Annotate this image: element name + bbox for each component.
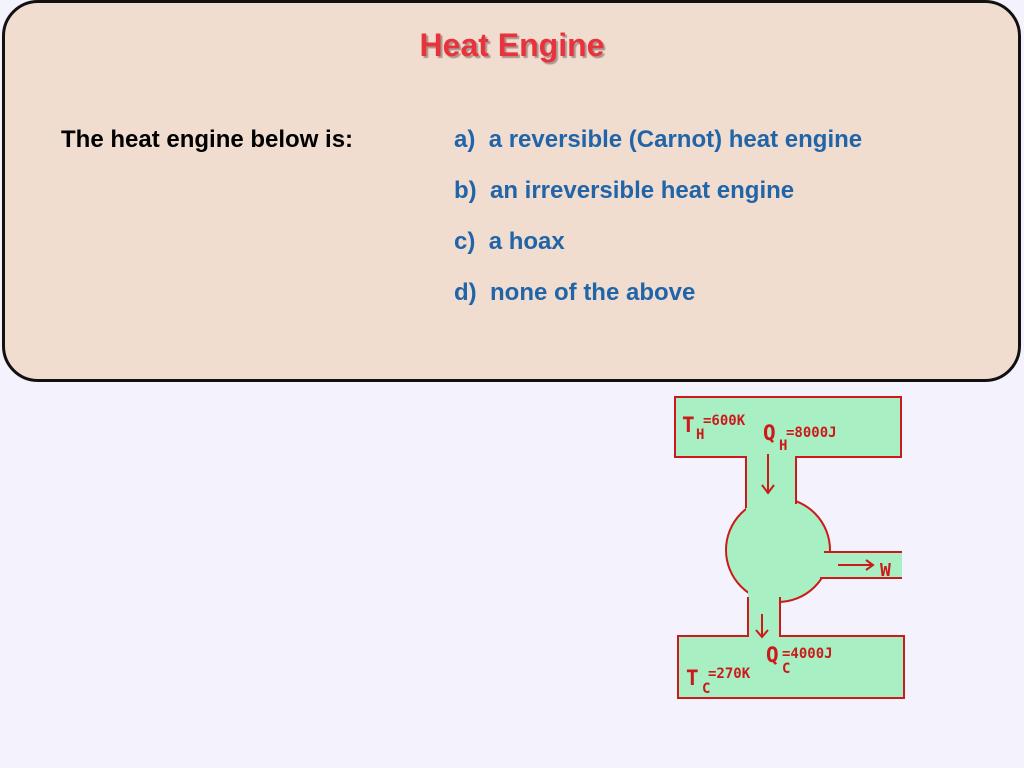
heat-engine-diagram: T H =600K Q H =8000J W Q C =4000J T C =2… [674,396,905,699]
cold-temp-value: =270K [708,666,751,682]
hot-reservoir [674,396,902,458]
option-a-letter: a) [454,126,476,153]
heat-in-arrow [761,454,775,495]
hot-heat-symbol: Q [763,421,776,445]
hot-temp-value: =600K [703,413,746,429]
option-a[interactable]: a) a reversible (Carnot) heat engine [454,126,862,154]
option-a-text: a reversible (Carnot) heat engine [488,126,863,153]
hot-temp-symbol: T [682,413,695,437]
upper-pipe [746,456,796,516]
option-b-text: an irreversible heat engine [490,177,795,204]
hot-heat-value: =8000J [786,425,837,441]
question-text: The heat engine below is: [61,126,354,153]
option-c-letter: c) [454,228,476,255]
question-panel [2,0,1021,382]
cold-heat-value: =4000J [782,646,833,662]
cold-reservoir [677,635,905,699]
cold-temp-subscript: C [702,681,710,697]
slide-title: Heat Engine [419,27,605,63]
option-d-letter: d) [454,279,477,306]
option-b[interactable]: b) an irreversible heat engine [454,177,794,205]
option-d-text: none of the above [490,279,696,306]
lower-pipe [748,582,780,638]
option-c[interactable]: c) a hoax [454,228,565,256]
cold-temp-symbol: T [686,666,699,690]
option-c-text: a hoax [488,228,565,255]
work-arrow [838,559,875,571]
hot-temp-subscript: H [696,427,704,443]
option-d[interactable]: d) none of the above [454,279,695,307]
cold-heat-symbol: Q [766,643,779,667]
work-label: W [880,560,891,581]
option-b-letter: b) [454,177,477,204]
cold-heat-subscript: C [782,661,790,677]
heat-out-arrow [755,614,769,639]
hot-heat-subscript: H [779,438,787,454]
